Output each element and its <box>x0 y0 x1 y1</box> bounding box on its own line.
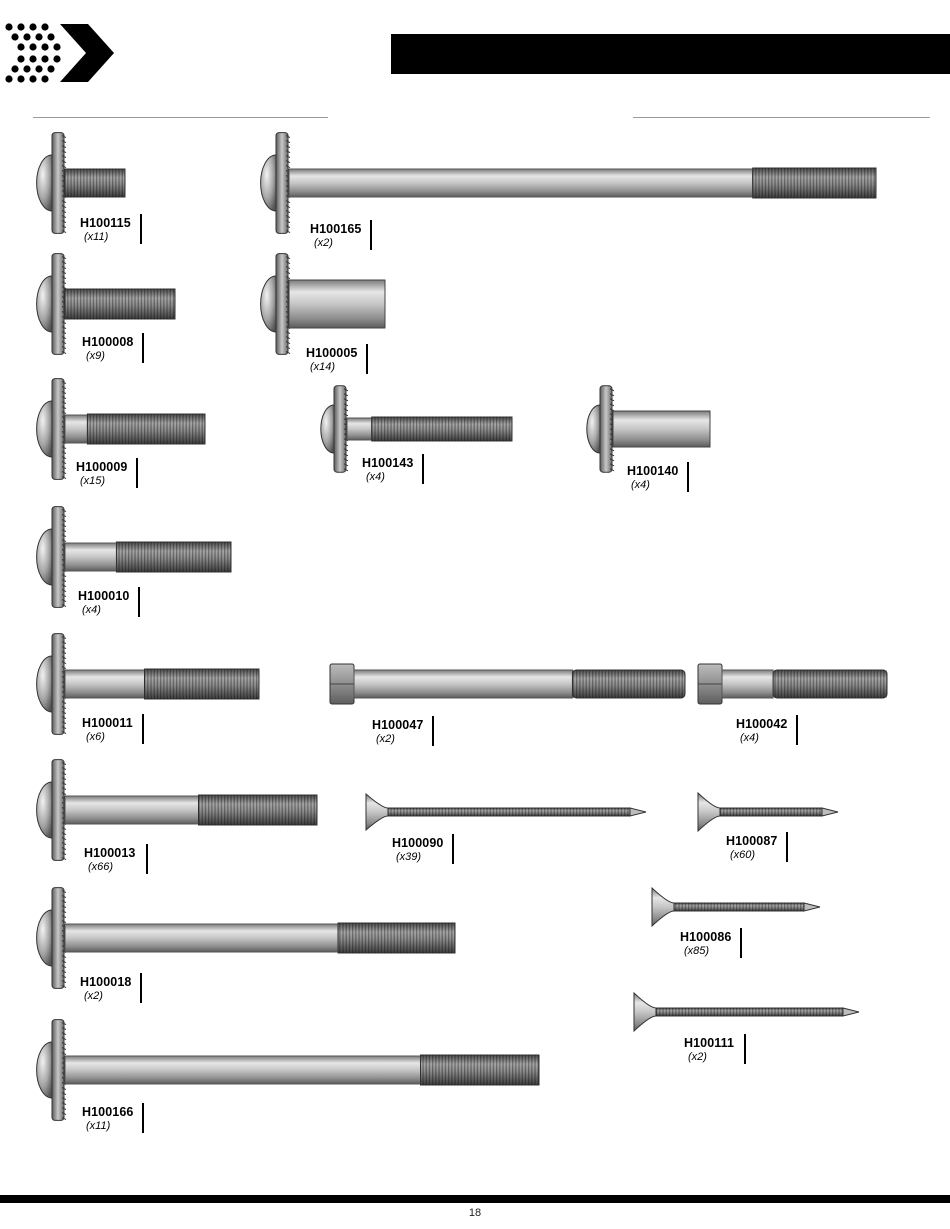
part-h100140-drawing <box>587 386 710 472</box>
label-divider-bar <box>370 220 372 250</box>
part-h100010-drawing <box>37 507 231 608</box>
part-h100086-drawing <box>652 888 820 926</box>
part-quantity: (x4) <box>631 479 678 492</box>
part-code: H100086 <box>680 930 731 945</box>
part-h100111-drawing <box>634 993 859 1031</box>
part-label-h100087: H100087(x60) <box>726 834 777 862</box>
part-quantity: (x2) <box>376 733 423 746</box>
part-quantity: (x60) <box>730 849 777 862</box>
part-h100005-drawing <box>261 254 385 355</box>
label-divider-bar <box>740 928 742 958</box>
part-quantity: (x66) <box>88 861 135 874</box>
part-code: H100143 <box>362 456 413 471</box>
part-code: H100140 <box>627 464 678 479</box>
part-code: H100013 <box>84 846 135 861</box>
part-label-h100140: H100140(x4) <box>627 464 678 492</box>
part-quantity: (x2) <box>84 990 131 1003</box>
part-h100042-drawing <box>698 664 887 704</box>
page-number: 18 <box>0 1207 950 1219</box>
part-quantity: (x2) <box>688 1051 734 1064</box>
part-code: H100042 <box>736 717 787 732</box>
part-label-h100009: H100009(x15) <box>76 460 127 488</box>
part-code: H100166 <box>82 1105 133 1120</box>
part-code: H100010 <box>78 589 129 604</box>
label-divider-bar <box>744 1034 746 1064</box>
part-label-h100047: H100047(x2) <box>372 718 423 746</box>
part-label-h100166: H100166(x11) <box>82 1105 133 1133</box>
label-divider-bar <box>786 832 788 862</box>
part-label-h100013: H100013(x66) <box>84 846 135 874</box>
part-label-h100042: H100042(x4) <box>736 717 787 745</box>
part-h100018-drawing <box>37 888 455 989</box>
part-quantity: (x4) <box>82 604 129 617</box>
label-divider-bar <box>432 716 434 746</box>
part-h100013-drawing <box>37 760 317 861</box>
part-h100047-drawing <box>330 664 685 704</box>
part-h100090-drawing <box>366 794 646 830</box>
part-quantity: (x6) <box>86 731 133 744</box>
part-quantity: (x9) <box>86 350 133 363</box>
label-divider-bar <box>136 458 138 488</box>
footer-bar <box>0 1195 950 1203</box>
part-quantity: (x39) <box>396 851 443 864</box>
part-quantity: (x11) <box>86 1120 133 1133</box>
hardware-illustrations <box>0 0 950 1190</box>
label-divider-bar <box>422 454 424 484</box>
part-label-h100005: H100005(x14) <box>306 346 357 374</box>
part-quantity: (x14) <box>310 361 357 374</box>
label-divider-bar <box>452 834 454 864</box>
label-divider-bar <box>142 333 144 363</box>
part-quantity: (x15) <box>80 475 127 488</box>
part-h100143-drawing <box>321 386 512 472</box>
part-code: H100008 <box>82 335 133 350</box>
part-code: H100111 <box>684 1036 734 1051</box>
part-label-h100111: H100111(x2) <box>684 1036 734 1064</box>
part-label-h100010: H100010(x4) <box>78 589 129 617</box>
part-label-h100086: H100086(x85) <box>680 930 731 958</box>
label-divider-bar <box>146 844 148 874</box>
part-label-h100008: H100008(x9) <box>82 335 133 363</box>
part-code: H100018 <box>80 975 131 990</box>
part-code: H100009 <box>76 460 127 475</box>
part-quantity: (x85) <box>684 945 731 958</box>
part-label-h100018: H100018(x2) <box>80 975 131 1003</box>
part-label-h100165: H100165(x2) <box>310 222 361 250</box>
label-divider-bar <box>687 462 689 492</box>
part-code: H100165 <box>310 222 361 237</box>
label-divider-bar <box>140 973 142 1003</box>
label-divider-bar <box>140 214 142 244</box>
part-code: H100047 <box>372 718 423 733</box>
part-label-h100143: H100143(x4) <box>362 456 413 484</box>
part-label-h100090: H100090(x39) <box>392 836 443 864</box>
part-h100165-drawing <box>261 133 876 234</box>
part-quantity: (x4) <box>740 732 787 745</box>
label-divider-bar <box>796 715 798 745</box>
part-quantity: (x2) <box>314 237 361 250</box>
part-code: H100005 <box>306 346 357 361</box>
part-h100011-drawing <box>37 634 259 735</box>
part-quantity: (x11) <box>84 231 131 244</box>
part-label-h100115: H100115(x11) <box>80 216 131 244</box>
label-divider-bar <box>142 1103 144 1133</box>
label-divider-bar <box>138 587 140 617</box>
part-code: H100090 <box>392 836 443 851</box>
part-code: H100087 <box>726 834 777 849</box>
part-code: H100115 <box>80 216 131 231</box>
label-divider-bar <box>142 714 144 744</box>
part-label-h100011: H100011(x6) <box>82 716 133 744</box>
part-h100087-drawing <box>698 793 838 831</box>
part-quantity: (x4) <box>366 471 413 484</box>
label-divider-bar <box>366 344 368 374</box>
part-code: H100011 <box>82 716 133 731</box>
